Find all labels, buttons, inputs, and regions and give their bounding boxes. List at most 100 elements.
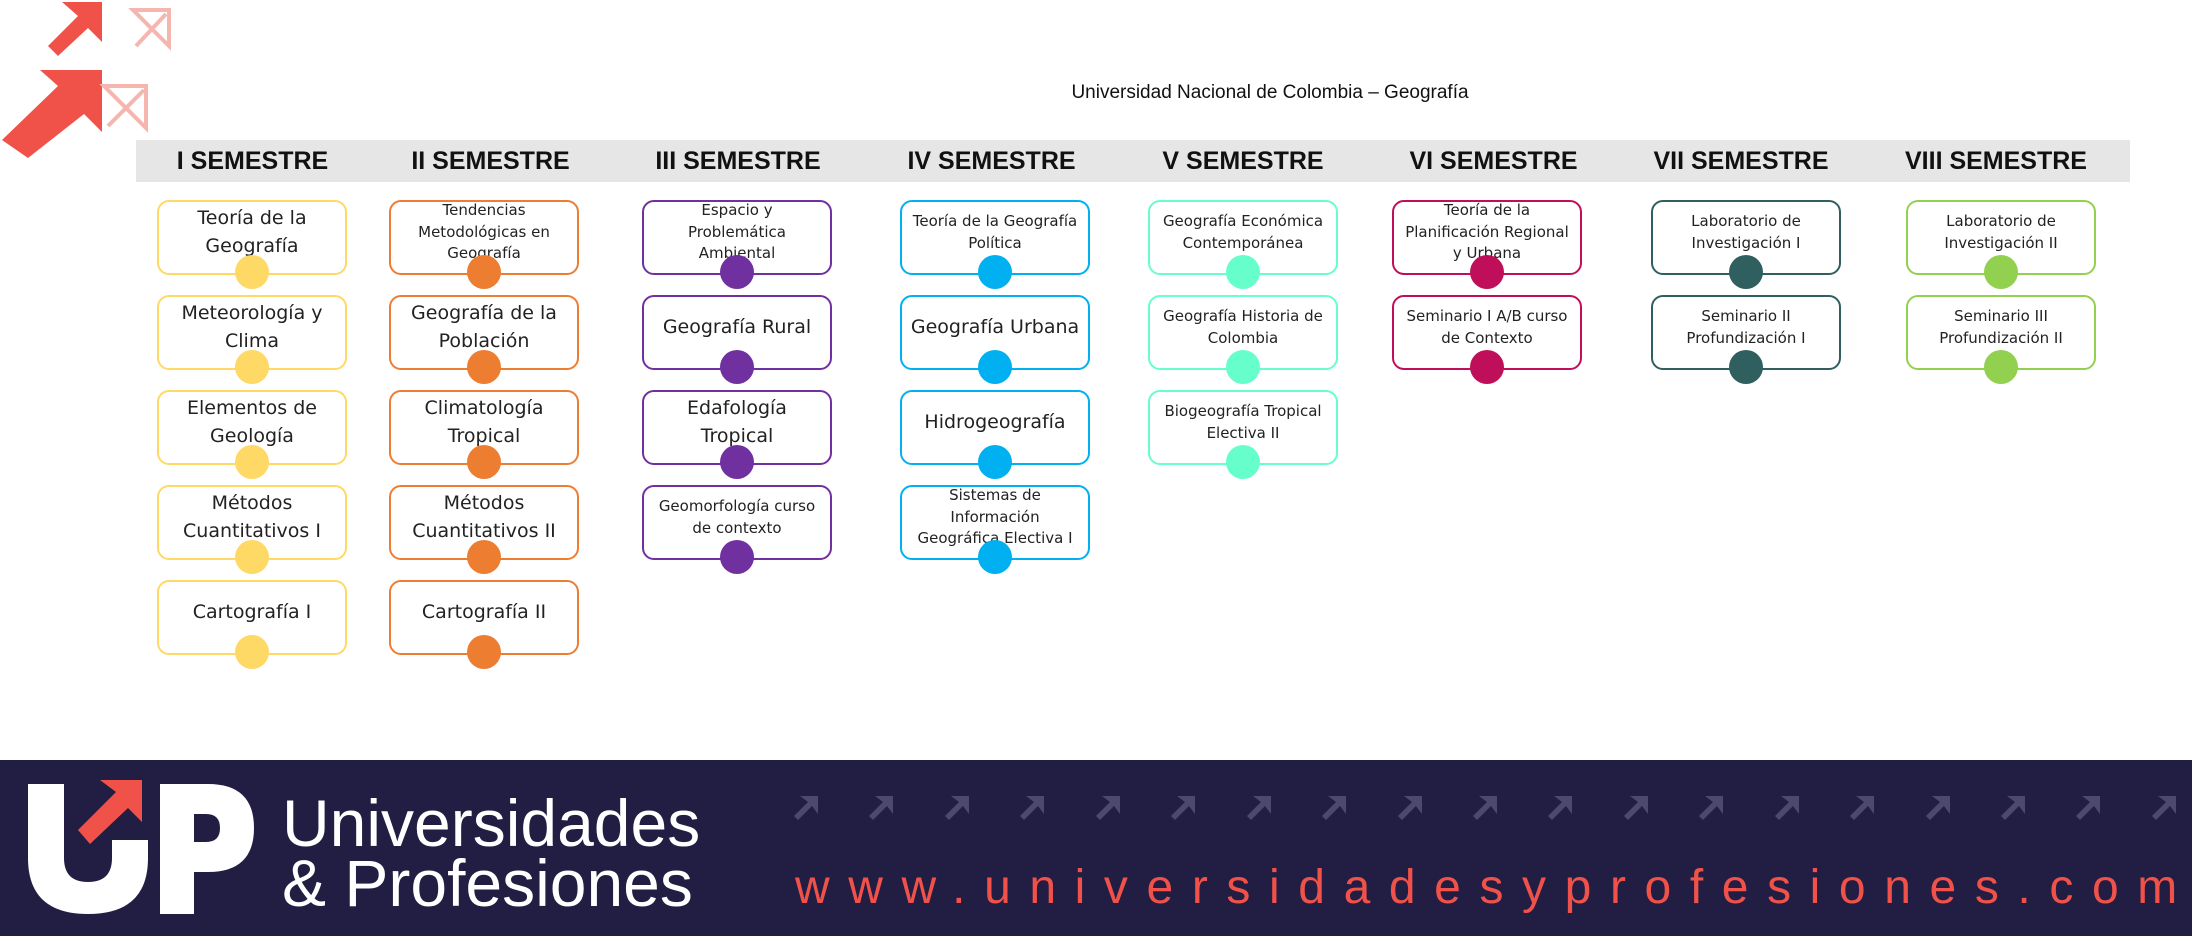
course-box: Geografía Historia de Colombia	[1148, 295, 1338, 384]
arrow-icon	[2151, 796, 2176, 820]
course-dot-icon	[1226, 445, 1260, 479]
arrow-icon	[1322, 796, 1347, 820]
semester-header-1: I SEMESTRE	[176, 147, 329, 175]
course-dot-icon	[235, 350, 269, 384]
course-dot-icon	[1984, 255, 2018, 289]
course-label: Espacio y Problemática Ambiental	[687, 200, 786, 263]
semester-column-6: Teoría de la Planificación Regional y Ur…	[1392, 200, 1582, 390]
arrow-icon	[1397, 796, 1422, 820]
document-title: Universidad Nacional de Colombia – Geogr…	[1071, 82, 1469, 103]
course-box: Teoría de la Geografía Política	[900, 200, 1090, 289]
course-label: Geografía Historia de Colombia	[1163, 306, 1323, 347]
course-label: Climatología Tropical	[424, 396, 544, 447]
course-dot-icon	[235, 255, 269, 289]
arrow-icon	[1699, 796, 1724, 820]
course-box: Seminario III Profundización II	[1906, 295, 2096, 384]
course-label: Geografía de la Población	[411, 301, 557, 352]
course-box: Geografía Rural	[642, 295, 832, 384]
course-box: Laboratorio de Investigación I	[1651, 200, 1841, 289]
course-dot-icon	[467, 540, 501, 574]
course-dot-icon	[1729, 350, 1763, 384]
course-dot-icon	[978, 255, 1012, 289]
course-box: Edafología Tropical	[642, 390, 832, 479]
course-box: Teoría de la Planificación Regional y Ur…	[1392, 200, 1582, 289]
course-label: Seminario III Profundización II	[1939, 306, 2063, 347]
arrow-icon	[1171, 796, 1196, 820]
course-box: Meteorología y Clima	[157, 295, 347, 384]
semester-header-2: II SEMESTRE	[411, 147, 570, 175]
course-dot-icon	[235, 635, 269, 669]
course-label: Geomorfología curso de contexto	[658, 496, 816, 537]
arrow-icon	[1850, 796, 1875, 820]
course-label: Teoría de la Geografía	[197, 206, 307, 257]
course-dot-icon	[1470, 255, 1504, 289]
arrow-icon	[1095, 796, 1120, 820]
semester-header-7: VII SEMESTRE	[1653, 147, 1829, 175]
course-box: Espacio y Problemática Ambiental	[642, 200, 832, 289]
course-dot-icon	[1729, 255, 1763, 289]
brand-name-line-2: & Profesiones	[282, 846, 693, 920]
course-label: Seminario II Profundización I	[1686, 306, 1806, 347]
semester-header-band	[136, 140, 2130, 182]
course-dot-icon	[720, 350, 754, 384]
course-box: Cartografía I	[157, 580, 347, 669]
arrow-icon	[944, 796, 969, 820]
course-dot-icon	[235, 445, 269, 479]
semester-header-8: VIII SEMESTRE	[1905, 147, 2087, 175]
arrow-icon	[869, 796, 894, 820]
course-box: Sistemas de Información Geográfica Elect…	[900, 485, 1090, 574]
course-label: Métodos Cuantitativos I	[183, 491, 321, 542]
course-dot-icon	[1470, 350, 1504, 384]
semester-header-4: IV SEMESTRE	[907, 147, 1076, 175]
course-box: Climatología Tropical	[389, 390, 579, 479]
course-dot-icon	[1984, 350, 2018, 384]
semester-header-5: V SEMESTRE	[1162, 147, 1324, 175]
course-label: Geografía Urbana	[910, 315, 1080, 338]
course-box: Teoría de la Geografía	[157, 200, 347, 289]
course-dot-icon	[978, 540, 1012, 574]
course-dot-icon	[467, 635, 501, 669]
decorative-arrow-row	[790, 792, 2180, 832]
course-label: Laboratorio de Investigación I	[1691, 211, 1801, 252]
course-label: Edafología Tropical	[687, 396, 787, 447]
arrow-icon	[1623, 796, 1648, 820]
course-box: Geografía Urbana	[900, 295, 1090, 384]
course-label: Métodos Cuantitativos II	[412, 491, 556, 542]
course-label: Hidrogeografía	[924, 410, 1066, 433]
course-dot-icon	[467, 255, 501, 289]
course-label: Biogeografía Tropical Electiva II	[1164, 401, 1322, 442]
course-box: Seminario II Profundización I	[1651, 295, 1841, 384]
footer-banner: Universidades & Profesiones www.universi…	[0, 760, 2192, 936]
course-box: Métodos Cuantitativos II	[389, 485, 579, 574]
arrow-icon	[1548, 796, 1573, 820]
arrow-icon	[1925, 796, 1950, 820]
arrow-icon	[2076, 796, 2101, 820]
course-box: Geomorfología curso de contexto	[642, 485, 832, 574]
arrow-icon	[1246, 796, 1271, 820]
arrows-logo-icon	[2, 2, 171, 158]
course-box: Métodos Cuantitativos I	[157, 485, 347, 574]
course-dot-icon	[1226, 350, 1260, 384]
up-logo-icon	[28, 780, 254, 914]
course-dot-icon	[235, 540, 269, 574]
course-box: Biogeografía Tropical Electiva II	[1148, 390, 1338, 479]
arrow-icon	[1020, 796, 1045, 820]
course-box: Seminario I A/B curso de Contexto	[1392, 295, 1582, 384]
course-dot-icon	[720, 445, 754, 479]
course-box: Geografía Económica Contemporánea	[1148, 200, 1338, 289]
semester-header-3: III SEMESTRE	[655, 147, 821, 175]
course-dot-icon	[978, 445, 1012, 479]
brand-name-line-1: Universidades	[282, 786, 701, 860]
course-label: Seminario I A/B curso de Contexto	[1406, 306, 1568, 347]
course-label: Teoría de la Planificación Regional y Ur…	[1405, 200, 1569, 263]
arrow-icon	[1472, 796, 1497, 820]
course-box: Cartografía II	[389, 580, 579, 669]
course-label: Meteorología y Clima	[181, 301, 323, 352]
course-label: Cartografía I	[192, 600, 312, 623]
semester-column-7: Laboratorio de Investigación I Seminario …	[1651, 200, 1841, 390]
